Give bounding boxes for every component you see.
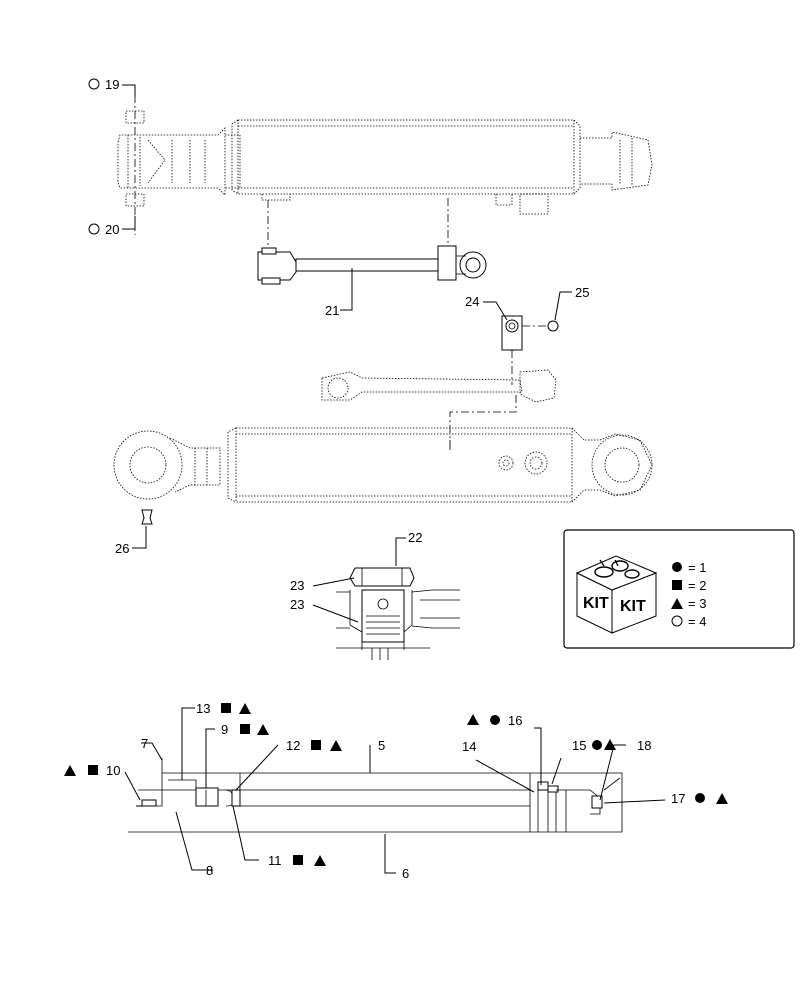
tube-assembly-21	[257, 245, 487, 285]
kit-text-right: KIT	[620, 598, 646, 615]
callout-26: 26	[115, 541, 129, 556]
lower-tube	[321, 369, 557, 450]
legend-entry-4: = 4	[688, 614, 706, 629]
filled-triangle-icon	[716, 793, 728, 804]
top-cylinder	[117, 95, 653, 248]
part-20-shape	[125, 193, 145, 207]
filled-circle-icon	[672, 562, 682, 572]
callout-19: 19	[105, 77, 119, 92]
callout-20: 20	[105, 222, 119, 237]
filled-triangle-icon	[671, 598, 683, 609]
callout-25: 25	[575, 285, 589, 300]
filled-square-icon	[88, 765, 98, 775]
open-circle-icon	[88, 223, 100, 235]
kit-text-left: KIT	[583, 595, 609, 612]
filled-triangle-icon	[64, 765, 76, 776]
filled-square-icon	[293, 855, 303, 865]
legend-entry-2: = 2	[688, 578, 706, 593]
filled-triangle-icon	[239, 703, 251, 714]
grease-fitting-26-shape	[141, 509, 153, 525]
filled-circle-icon	[695, 793, 705, 803]
plug-25-shape	[547, 320, 559, 332]
legend-entry-1: = 1	[688, 560, 706, 575]
callout-15: 15	[572, 738, 586, 753]
callout-11: 11	[268, 853, 282, 868]
callout-9: 9	[221, 722, 228, 737]
callout-6: 6	[402, 866, 409, 881]
callout-8: 8	[206, 863, 213, 878]
open-circle-icon	[88, 78, 100, 90]
filled-square-icon	[240, 724, 250, 734]
callouts: 19 20 21 24 25 26 22 23 23 13 9 7 12 5	[64, 77, 728, 881]
callout-24: 24	[465, 294, 479, 309]
filled-circle-icon	[490, 715, 500, 725]
filled-triangle-icon	[467, 714, 479, 725]
callout-16: 16	[508, 713, 522, 728]
detail-view-22-23	[336, 567, 460, 660]
callout-10: 10	[106, 763, 120, 778]
callout-23-lower: 23	[290, 597, 304, 612]
filled-square-icon	[221, 703, 231, 713]
callout-5: 5	[378, 738, 385, 753]
section-view	[128, 758, 623, 833]
open-circle-icon	[671, 615, 683, 627]
kit-legend: KIT KIT = 1 = 2 = 3 = 4	[563, 529, 795, 649]
legend-entry-3: = 3	[688, 596, 706, 611]
callout-14: 14	[462, 739, 476, 754]
callout-21: 21	[325, 303, 339, 318]
callout-12: 12	[286, 738, 300, 753]
filled-triangle-icon	[314, 855, 326, 866]
filled-circle-icon	[592, 740, 602, 750]
bottom-cylinder	[113, 427, 653, 525]
filled-square-icon	[672, 580, 682, 590]
callout-22: 22	[408, 530, 422, 545]
leader-lines	[122, 84, 666, 874]
callout-17: 17	[671, 791, 685, 806]
filled-triangle-icon	[604, 739, 616, 750]
part-19-shape	[125, 110, 145, 124]
callout-23-upper: 23	[290, 578, 304, 593]
filled-triangle-icon	[257, 724, 269, 735]
callout-18: 18	[637, 738, 651, 753]
filled-triangle-icon	[330, 740, 342, 751]
callout-13: 13	[196, 701, 210, 716]
callout-7: 7	[141, 736, 148, 751]
filled-square-icon	[311, 740, 321, 750]
fitting-24	[501, 315, 559, 385]
